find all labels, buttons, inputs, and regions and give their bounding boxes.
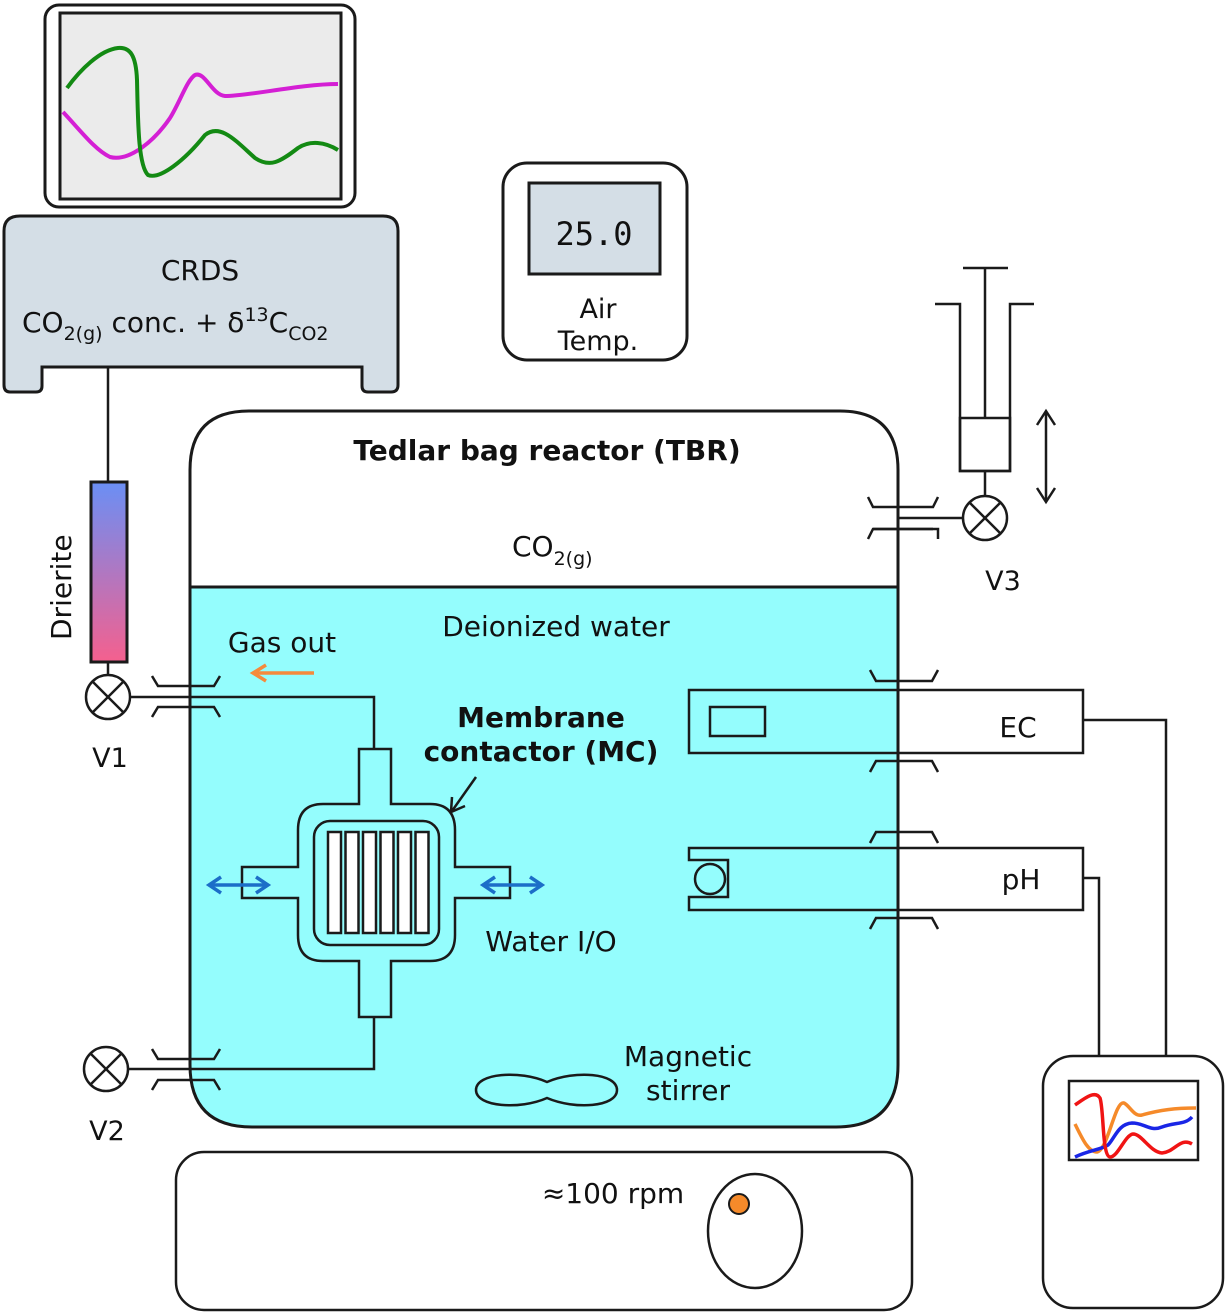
gas-inlet: V2 [82,1017,376,1147]
probe-fittings [868,669,940,930]
stirrer-label-line1: Magnetic [624,1040,752,1073]
logger-trace-blue [1074,1115,1194,1159]
contactor-housing [240,747,512,1019]
gas-out-tubing [130,695,376,748]
ph-cable [1083,876,1101,1056]
valve-v3-icon[interactable] [961,494,1009,542]
water-io-arrow-left-icon [205,875,272,895]
membrane-cartridge [312,819,441,947]
ec-probe-body [687,688,1085,755]
logger-screen [1067,1079,1200,1162]
temp-label-line1: Air [579,294,617,325]
water-fill [190,587,898,1127]
ec-probe: EC [687,688,1168,1056]
knob-indicator [728,1193,750,1215]
ec-sensor-cell [708,705,767,738]
arrow-left-icon [249,663,314,683]
hollow-fiber [326,830,343,935]
speed-knob[interactable] [706,1172,804,1290]
ph-probe: pH [687,846,1101,1056]
tedlar-bag-reactor: Tedlar bag reactor (TBR) CO2(g) Deionize… [188,409,900,1129]
valve-v1-icon[interactable] [84,673,132,721]
monitor-screen [58,11,343,201]
gas-in-tubing [128,1017,376,1071]
water-label: Deionized water [442,610,670,643]
data-logger [1041,1054,1225,1310]
reactor-title: Tedlar bag reactor (TBR) [353,434,740,467]
knob-outline[interactable] [706,1172,804,1290]
stirrer-plate-body [174,1150,914,1312]
logger-trace-red [1073,1092,1193,1159]
water-io-arrow-right-icon [479,875,546,895]
crds-analyzer: CRDS CO2(g) conc. + δ13CCO2 [2,214,400,394]
pointer-arrow-icon [449,776,478,814]
reactor-outline [188,409,900,1129]
double-arrow-vertical-icon [1035,408,1057,505]
temp-display [527,181,662,276]
stir-bar [474,1073,619,1107]
logger-trace-orange [1073,1101,1197,1154]
syringe-port: V3 [866,266,1057,597]
gas-out-label: Gas out [228,626,336,659]
crds-monitor [43,3,357,209]
syringe-plunger-head [958,416,1012,473]
crds-title: CRDS [161,254,239,287]
syringe[interactable] [935,266,1034,473]
temp-reading: 25.0 [555,215,632,253]
gas-outlet: V1 Gas out [84,626,376,774]
crds-subtitle: CO2(g) conc. + δ13CCO2 [22,304,329,345]
stirrer-label-line2: stirrer [646,1074,730,1107]
hollow-fiber [361,830,378,935]
hollow-fiber [396,830,413,935]
drierite-label: Drierite [45,534,78,640]
headspace-label: CO2(g) [512,530,593,570]
valve-v2-label: V2 [89,1116,125,1147]
membrane-contactor: Membrane contactor (MC) Water I/O [205,701,659,1019]
valve-v1-label: V1 [92,743,128,774]
ph-glass-bulb [693,862,727,896]
ph-probe-body [687,846,1085,912]
membrane-label-line1: Membrane [457,701,625,734]
logger-body [1041,1054,1225,1310]
valve-v2-icon[interactable] [82,1045,130,1093]
stirrer-plate: ≈100 rpm [174,1150,914,1312]
air-temperature-sensor: 25.0 Air Temp. [501,161,689,362]
hollow-fiber [344,830,360,935]
drierite-column: Drierite [45,480,129,675]
valve-v3-label: V3 [985,566,1021,597]
hollow-fiber [414,830,430,935]
ec-label: EC [999,711,1036,744]
membrane-label-line2: contactor (MC) [424,735,659,768]
temp-label-line2: Temp. [557,326,639,357]
crds-trace-green [65,45,340,178]
hollow-fiber [379,830,395,935]
stirrer-speed-label: ≈100 rpm [542,1177,684,1210]
hollow-fibers [326,830,430,935]
water-io-label: Water I/O [485,925,616,958]
port-fitting-v1 [150,675,222,718]
ec-cable [1083,718,1168,1056]
drierite-tube [89,480,129,664]
port-fitting-v2 [150,1048,222,1091]
crds-trace-magenta [61,72,339,160]
ph-label: pH [1002,863,1041,896]
port-fitting-v3 [866,496,940,540]
